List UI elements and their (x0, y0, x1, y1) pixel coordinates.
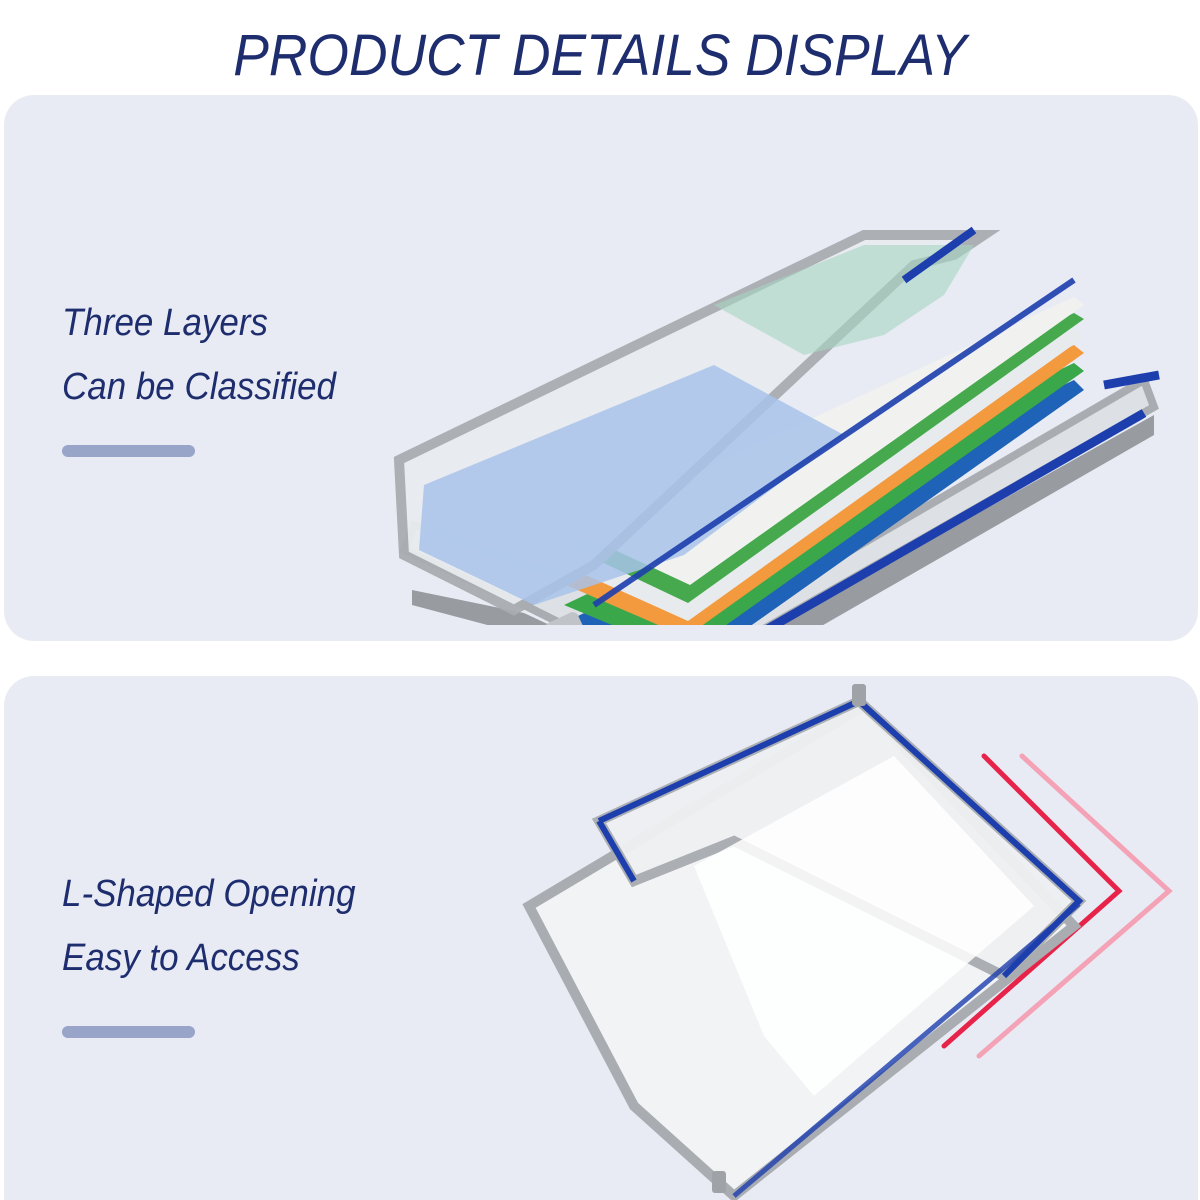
three-layer-pouch-image (393, 226, 1160, 625)
feature-panel-l-shaped-opening: L-Shaped Opening Easy to Access (4, 676, 1198, 1200)
page-title: PRODUCT DETAILS DISPLAY (233, 23, 967, 88)
accent-bar (62, 1026, 195, 1038)
caption-line-1: L-Shaped Opening (62, 873, 356, 915)
caption-line-2: Easy to Access (62, 937, 300, 979)
l-shaped-pouch-image (522, 684, 1173, 1200)
feature-caption: Three Layers Can be Classified (62, 291, 336, 419)
feature-caption: L-Shaped Opening Easy to Access (62, 862, 356, 990)
accent-bar (62, 445, 195, 457)
caption-line-1: Three Layers (62, 302, 268, 344)
caption-line-2: Can be Classified (62, 366, 337, 408)
feature-panel-three-layers: Three Layers Can be Classified (4, 95, 1198, 641)
